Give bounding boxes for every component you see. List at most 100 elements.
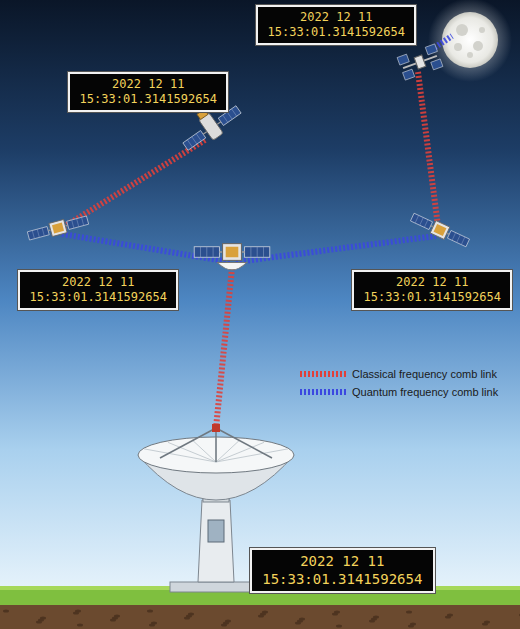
feed-horn: [212, 424, 220, 432]
solar-panel: [410, 213, 432, 229]
panel-cell: [420, 218, 424, 226]
pedestal-window: [208, 520, 224, 542]
panel-cell: [457, 235, 461, 243]
classical-link: [62, 140, 205, 228]
clock-display: 2022 12 11 15:33:01.3141592654: [256, 5, 416, 45]
panel-cell: [192, 137, 197, 144]
solar-panel: [183, 131, 206, 151]
soil-speck: [406, 611, 412, 614]
satellite-dish: [217, 263, 246, 270]
satellite: [194, 244, 270, 270]
solar-panel: [403, 69, 415, 80]
clock-reading: 2022 12 11 15:33:01.3141592654: [76, 77, 220, 107]
moon-crater: [454, 43, 462, 51]
satellite: [409, 211, 470, 249]
soil-speck: [332, 613, 338, 616]
gold-foil: [434, 224, 447, 236]
sky: [0, 0, 520, 600]
satellite-body: [49, 219, 67, 236]
soil-speck: [519, 614, 520, 617]
quantum-link: [236, 236, 436, 262]
legend-label: Quantum frequency comb link: [352, 386, 498, 398]
panel-cell: [257, 247, 258, 258]
clock-display: 2022 12 11 15:33:01.3141592654: [68, 72, 228, 112]
gold-foil: [52, 223, 64, 234]
clock-display: 2022 12 11 15:33:01.3141592654: [250, 548, 435, 593]
soil-speck: [336, 625, 342, 628]
clock-reading: 2022 12 11 15:33:01.3141592654: [26, 275, 170, 305]
moon-crater: [479, 27, 485, 33]
solar-panel: [27, 227, 49, 240]
solar-panel: [67, 216, 89, 229]
panel-cell: [232, 109, 237, 116]
panel-cell: [187, 140, 192, 147]
moon-crater: [456, 24, 468, 36]
legend-entry: Quantum frequency comb link: [300, 386, 498, 398]
soil-speck: [77, 624, 83, 627]
legend-line: [300, 389, 346, 395]
antenna-pedestal: [198, 500, 234, 582]
legend-line: [300, 371, 346, 377]
classical-link: [216, 268, 232, 428]
antenna-base: [170, 582, 262, 592]
panel-cell: [77, 219, 79, 227]
soil-speck: [369, 620, 375, 623]
soil-speck: [408, 625, 414, 628]
satellite-body: [430, 221, 450, 240]
soil-speck: [482, 623, 488, 626]
soil: [0, 605, 520, 629]
panel-cell: [263, 247, 264, 258]
space-station: [397, 44, 443, 80]
soil-speck: [110, 619, 116, 622]
gold-foil: [226, 247, 239, 258]
soil-speck: [445, 616, 451, 619]
legend-line-sample: [300, 387, 346, 397]
panel-cell: [424, 220, 428, 228]
satellite: [27, 214, 90, 243]
panel-cell: [32, 230, 34, 238]
solar-panel: [431, 59, 443, 70]
clock-reading: 2022 12 11 15:33:01.3141592654: [264, 10, 408, 40]
panel-cell: [42, 228, 44, 236]
soil-speck: [147, 610, 153, 613]
solar-panel: [245, 247, 270, 258]
solar-panel: [397, 54, 409, 65]
moon-crater: [467, 52, 473, 58]
solar-panel: [447, 230, 469, 246]
dish-rib: [192, 440, 216, 462]
feed-strut: [216, 428, 272, 458]
classical-link: [418, 72, 438, 226]
panel-cell: [213, 247, 214, 258]
panel-cell: [452, 233, 456, 241]
clock-display: 2022 12 11 15:33:01.3141592654: [18, 270, 178, 310]
soil-speck: [258, 615, 264, 618]
panel-cell: [223, 115, 228, 122]
soil-speck: [3, 610, 9, 613]
panel-cell: [82, 217, 84, 225]
panel-cell: [250, 247, 251, 258]
panel-cell: [461, 237, 465, 245]
panel-cell: [72, 220, 74, 228]
legend-entry: Classical frequency comb link: [300, 368, 497, 380]
moon-crater: [473, 41, 483, 51]
panel-cell: [196, 134, 201, 141]
soil-speck: [73, 612, 79, 615]
moon-glow: [428, 0, 512, 82]
dish-rib: [216, 442, 264, 462]
feed-strut: [215, 428, 217, 462]
dish-rib: [168, 442, 216, 462]
legend-label: Classical frequency comb link: [352, 368, 497, 380]
feed-strut: [160, 428, 216, 458]
quantum-link: [62, 234, 230, 262]
clock-reading: 2022 12 11 15:33:01.3141592654: [258, 553, 427, 588]
satellite-body: [223, 244, 242, 261]
panel-cell: [415, 215, 419, 223]
soil-speck: [36, 621, 42, 624]
clock-display: 2022 12 11 15:33:01.3141592654: [352, 270, 512, 310]
soil-speck: [184, 617, 190, 620]
clock-reading: 2022 12 11 15:33:01.3141592654: [360, 275, 504, 305]
solar-panel: [425, 44, 437, 55]
legend-line-sample: [300, 369, 346, 379]
soil-speck: [295, 622, 301, 625]
